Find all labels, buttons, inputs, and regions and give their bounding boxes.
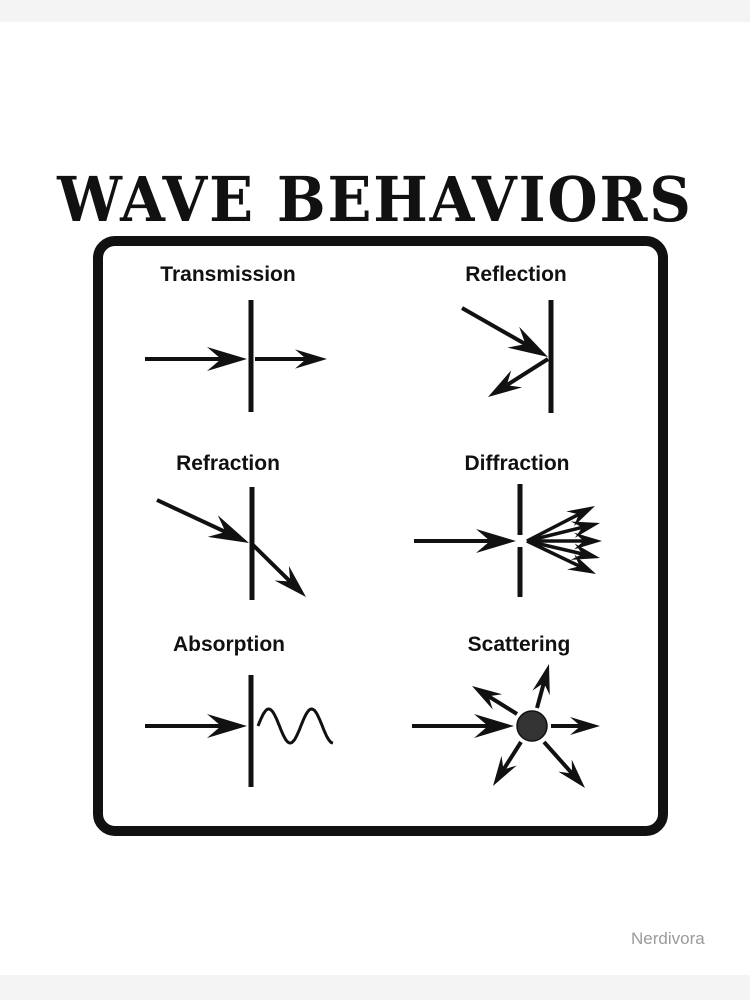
label-diffraction: Diffraction: [464, 452, 570, 475]
bottom-band: [0, 975, 750, 1000]
absorption-incident-arrow-arrowhead-icon: [207, 714, 247, 738]
diffraction-spread-arrow-4-arrowhead-icon: [567, 554, 596, 574]
top-band: [0, 0, 750, 22]
reflection-incident-arrow-shaft: [461, 306, 527, 346]
label-reflection: Reflection: [465, 263, 567, 286]
diffraction-spread-arrow-3-arrowhead-icon: [570, 543, 600, 560]
scattering-arrow-downright-arrowhead-icon: [558, 759, 585, 788]
scattering-particle: [516, 710, 548, 742]
refraction-incident-arrow-shaft: [156, 498, 227, 534]
refraction-incident-arrow-arrowhead-icon: [207, 515, 249, 543]
diffraction-spread-arrow-4-shaft: [526, 539, 581, 568]
scattering-arrow-downleft-arrowhead-icon: [493, 755, 517, 786]
diagram-frame: [93, 236, 668, 836]
diffraction-incident-arrow-arrowhead-icon: [476, 529, 516, 553]
reflection-incident-arrow-arrowhead-icon: [507, 326, 548, 357]
scattering-incident-arrow-arrowhead-icon: [474, 714, 514, 738]
transmission-transmitted-arrow-arrowhead-icon: [295, 349, 327, 369]
diffraction-spread-arrow-1-arrowhead-icon: [570, 521, 600, 538]
label-absorption: Absorption: [173, 633, 285, 656]
diffraction-spread-arrow-2-arrowhead-icon: [574, 532, 602, 550]
scattering-arrow-downleft-shaft: [501, 740, 523, 771]
label-scattering: Scattering: [467, 633, 571, 656]
page-title: WAVE BEHAVIORS: [57, 163, 693, 236]
reflection-reflected-arrow-shaft: [505, 357, 550, 387]
scattering-arrow-right-arrowhead-icon: [570, 717, 600, 735]
diffraction-spread-arrow-1-shaft: [526, 525, 583, 543]
scattering-arrow-upleft-arrowhead-icon: [472, 686, 503, 710]
label-transmission: Transmission: [160, 263, 296, 286]
scattering-arrow-downright-shaft: [542, 740, 574, 775]
absorption-wave: [256, 707, 334, 745]
diffraction-spread-arrow-3-shaft: [526, 539, 583, 556]
transmission-incident-arrow-arrowhead-icon: [207, 347, 247, 371]
reflection-reflected-arrow-arrowhead-icon: [488, 370, 523, 397]
refraction-refracted-arrow-arrowhead-icon: [274, 565, 306, 597]
scattering-arrow-up-arrowhead-icon: [532, 664, 550, 696]
diffraction-spread-arrow-0-shaft: [526, 512, 580, 543]
scattering-arrow-up-shaft: [535, 682, 546, 709]
label-refraction: Refraction: [176, 452, 280, 475]
scattering-arrow-upleft-shaft: [487, 694, 519, 716]
refraction-refracted-arrow-shaft: [251, 543, 292, 583]
diffraction-spread-arrow-0-arrowhead-icon: [566, 506, 595, 527]
watermark: Nerdivora: [631, 929, 705, 948]
